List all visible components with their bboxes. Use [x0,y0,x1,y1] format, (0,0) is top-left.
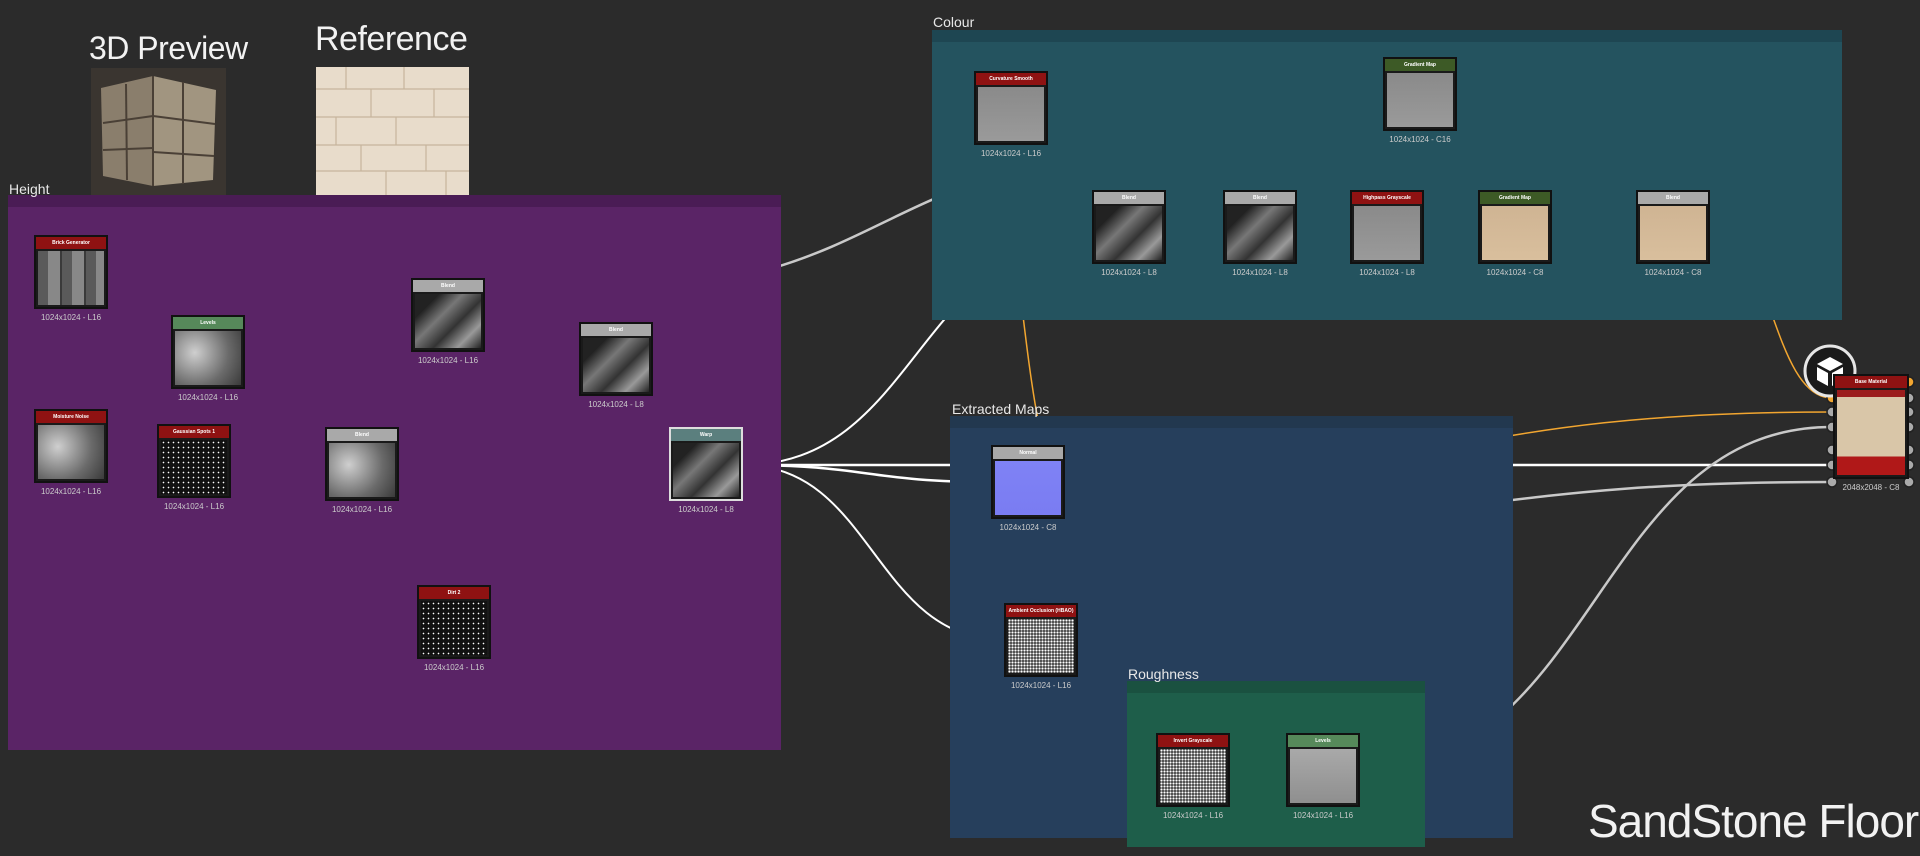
node-resolution: 1024x1024 - L16 [1162,811,1224,820]
node-header: Moisture Noise [36,411,106,423]
node-header: Blend [413,280,483,292]
node-resolution: 1024x1024 - C8 [1644,268,1702,277]
node-resolution: 1024x1024 - L16 [331,505,393,514]
node-thumbnail [161,440,227,494]
node-thumbnail [1096,206,1162,260]
node-resolution: 1024x1024 - C16 [1389,135,1451,144]
node-thumbnail [1387,73,1453,127]
node-header: Base Material [1835,376,1907,388]
node-thumbnail [329,443,395,497]
node-header: Highpass Grayscale [1352,192,1422,204]
node-resolution: 1024x1024 - L8 [1101,268,1157,277]
node-curvature[interactable]: Curvature Smooth [974,71,1048,145]
node-thumbnail [415,294,481,348]
roughness-frame-title: Roughness [1128,666,1199,682]
node-header: Gaussian Spots 1 [159,426,229,438]
node-header: Warp [671,429,741,441]
socket[interactable] [1903,476,1915,488]
node-resolution: 2048x2048 - C8 [1842,483,1900,492]
node-moisture[interactable]: Moisture Noise [34,409,108,483]
node-resolution: 1024x1024 - L16 [417,356,479,365]
node-resolution: 1024x1024 - L16 [40,313,102,322]
node-resolution: 1024x1024 - L16 [1010,681,1072,690]
node-basemat[interactable]: Base Material [1833,374,1909,479]
node-levels1[interactable]: Levels [171,315,245,389]
node-thumbnail [421,601,487,655]
node-thumbnail [1482,206,1548,260]
node-header: Gradient Map [1385,59,1455,71]
node-header: Blend [581,324,651,336]
graph-title: SandStone Floor [1588,795,1919,847]
node-header: Curvature Smooth [976,73,1046,85]
node-thumbnail [38,251,104,305]
colour-frame-title: Colour [933,14,975,30]
node-resolution: 1024x1024 - L8 [678,505,734,514]
reference-image [316,67,469,199]
preview3d-thumbnail[interactable] [91,68,226,198]
node-thumbnail [995,461,1061,515]
node-highpass[interactable]: Highpass Grayscale [1350,190,1424,264]
node-resolution: 1024x1024 - L16 [163,502,225,511]
node-header: Blend [327,429,397,441]
node-resolution: 1024x1024 - L8 [1232,268,1288,277]
cube-preview-image [101,76,216,186]
node-thumbnail [1008,619,1074,673]
node-resolution: 1024x1024 - L16 [980,149,1042,158]
node-thumbnail [583,338,649,392]
node-header: Blend [1225,192,1295,204]
node-thumbnail [1160,749,1226,803]
node-blend3[interactable]: Blend [579,322,653,396]
colour-frame[interactable] [932,30,1842,320]
preview3d-label: 3D Preview [89,30,248,66]
node-thumbnail [1227,206,1293,260]
node-gradmap2[interactable]: Gradient Map [1478,190,1552,264]
node-gradmap1[interactable]: Gradient Map [1383,57,1457,131]
node-resolution: 1024x1024 - L16 [40,487,102,496]
node-normal[interactable]: Normal [991,445,1065,519]
node-resolution: 1024x1024 - L16 [423,663,485,672]
socket[interactable] [1826,476,1838,488]
node-thumbnail [1290,749,1356,803]
node-ao[interactable]: Ambient Occlusion (HBAO) [1004,603,1078,677]
reference-thumbnail[interactable] [316,67,469,199]
node-blendc3[interactable]: Blend [1636,190,1710,264]
node-thumbnail [1354,206,1420,260]
node-gaussian[interactable]: Gaussian Spots 1 [157,424,231,498]
extracted-maps-frame-title: Extracted Maps [952,401,1050,417]
node-thumbnail [673,443,739,497]
node-header: Brick Generator [36,237,106,249]
node-invert[interactable]: Invert Grayscale [1156,733,1230,807]
node-blend2[interactable]: Blend [411,278,485,352]
node-header: Gradient Map [1480,192,1550,204]
node-header: Invert Grayscale [1158,735,1228,747]
node-dirt[interactable]: Dirt 2 [417,585,491,659]
node-resolution: 1024x1024 - L8 [1359,268,1415,277]
node-thumbnail [38,425,104,479]
node-header: Blend [1638,192,1708,204]
node-resolution: 1024x1024 - C8 [1486,268,1544,277]
node-header: Levels [1288,735,1358,747]
node-resolution: 1024x1024 - C8 [999,523,1057,532]
node-resolution: 1024x1024 - L16 [177,393,239,402]
reference-label: Reference [315,20,468,58]
node-blendc1[interactable]: Blend [1092,190,1166,264]
node-header: Levels [173,317,243,329]
node-warp[interactable]: Warp [669,427,743,501]
node-blendc2[interactable]: Blend [1223,190,1297,264]
node-brick[interactable]: Brick Generator [34,235,108,309]
node-thumbnail [1837,390,1905,475]
node-thumbnail [978,87,1044,141]
node-thumbnail [1640,206,1706,260]
node-header: Blend [1094,192,1164,204]
node-levels2[interactable]: Levels [1286,733,1360,807]
node-resolution: 1024x1024 - L8 [588,400,644,409]
node-thumbnail [175,331,241,385]
node-header: Normal [993,447,1063,459]
node-header: Dirt 2 [419,587,489,599]
node-blend1[interactable]: Blend [325,427,399,501]
height-frame-title: Height [9,181,50,197]
node-resolution: 1024x1024 - L16 [1292,811,1354,820]
node-header: Ambient Occlusion (HBAO) [1006,605,1076,617]
